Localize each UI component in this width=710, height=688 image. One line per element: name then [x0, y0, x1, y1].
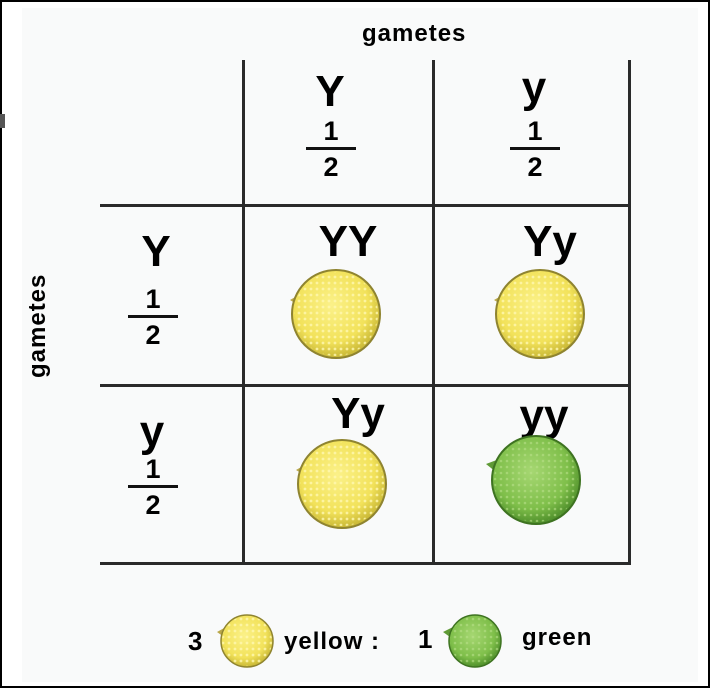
green-pea-icon [486, 435, 581, 525]
row-fraction-1: 1 2 [128, 284, 178, 350]
legend-green-count: 1 [418, 624, 433, 654]
row-allele-2: y [139, 407, 165, 456]
fraction-bar [128, 315, 178, 318]
grid-line-v1 [242, 60, 245, 564]
fraction-denominator: 2 [527, 152, 543, 182]
grid-line-v3 [628, 60, 631, 564]
cell-genotype-yy-recessive: yy [519, 391, 569, 440]
green-pea-icon [443, 614, 502, 668]
fraction-denominator: 2 [145, 490, 161, 520]
fraction-numerator: 1 [323, 116, 339, 146]
fraction-numerator: 1 [145, 284, 161, 314]
row-allele-1: Y [141, 227, 171, 276]
column-allele-2: y [521, 63, 547, 112]
fraction-numerator: 1 [145, 454, 161, 484]
column-fraction-2: 1 2 [510, 116, 560, 182]
legend-yellow-count: 3 [188, 626, 203, 656]
grid-line-h3 [100, 562, 631, 565]
legend-yellow-label: yellow : [284, 628, 381, 655]
gametes-label-side: gametes [24, 273, 51, 378]
yellow-pea-icon [296, 439, 387, 529]
punnett-square: gametes gametes Y 1 2 y 1 2 Y 1 2 y 1 2 … [0, 8, 698, 682]
grid-line-v2 [432, 60, 435, 564]
grid-line-h2 [100, 384, 631, 387]
yellow-pea-icon [217, 614, 274, 668]
legend-green-label: green [522, 624, 593, 651]
fraction-numerator: 1 [527, 116, 543, 146]
fraction-denominator: 2 [323, 152, 339, 182]
cell-genotype-yy-dominant: YY [318, 217, 378, 266]
yellow-pea-icon [290, 269, 381, 359]
edge-tick [0, 114, 5, 128]
column-allele-1: Y [315, 67, 345, 116]
row-fraction-2: 1 2 [128, 454, 178, 520]
column-fraction-1: 1 2 [306, 116, 356, 182]
cell-genotype-yy-hetero-2: Yy [331, 389, 385, 438]
cell-genotype-yy-hetero-1: Yy [523, 217, 577, 266]
fraction-bar [128, 485, 178, 488]
yellow-pea-icon [494, 269, 585, 359]
gametes-label-top: gametes [362, 20, 467, 47]
fraction-bar [306, 147, 356, 150]
fraction-bar [510, 147, 560, 150]
grid-line-h1 [100, 204, 631, 207]
fraction-denominator: 2 [145, 320, 161, 350]
